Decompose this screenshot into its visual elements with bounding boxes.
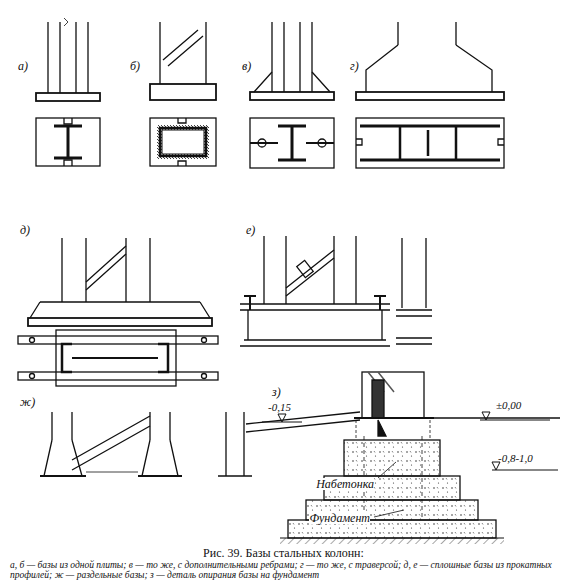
panel-letter: б) bbox=[130, 60, 140, 72]
panel-letter: г) bbox=[350, 60, 359, 72]
panel-letter: з) bbox=[272, 386, 281, 398]
panel-letter: е) bbox=[246, 224, 255, 236]
caption-description: а, б — базы из одной плиты; в — то же, с… bbox=[10, 560, 557, 581]
panel-letter: д) bbox=[20, 224, 30, 236]
panel-letter: а) bbox=[18, 60, 28, 72]
level-mark: ±0,00 bbox=[496, 400, 521, 411]
figure-caption: Рис. 39. Базы стальных колонн: bbox=[10, 546, 557, 561]
panel-letter: в) bbox=[242, 60, 251, 72]
level-mark: -0,8-1,0 bbox=[498, 453, 533, 464]
part-label: Фундамент bbox=[309, 512, 370, 524]
level-mark: -0,15 bbox=[268, 402, 291, 413]
part-label: Набетонка bbox=[316, 478, 374, 490]
panel-letter: ж) bbox=[20, 396, 35, 408]
